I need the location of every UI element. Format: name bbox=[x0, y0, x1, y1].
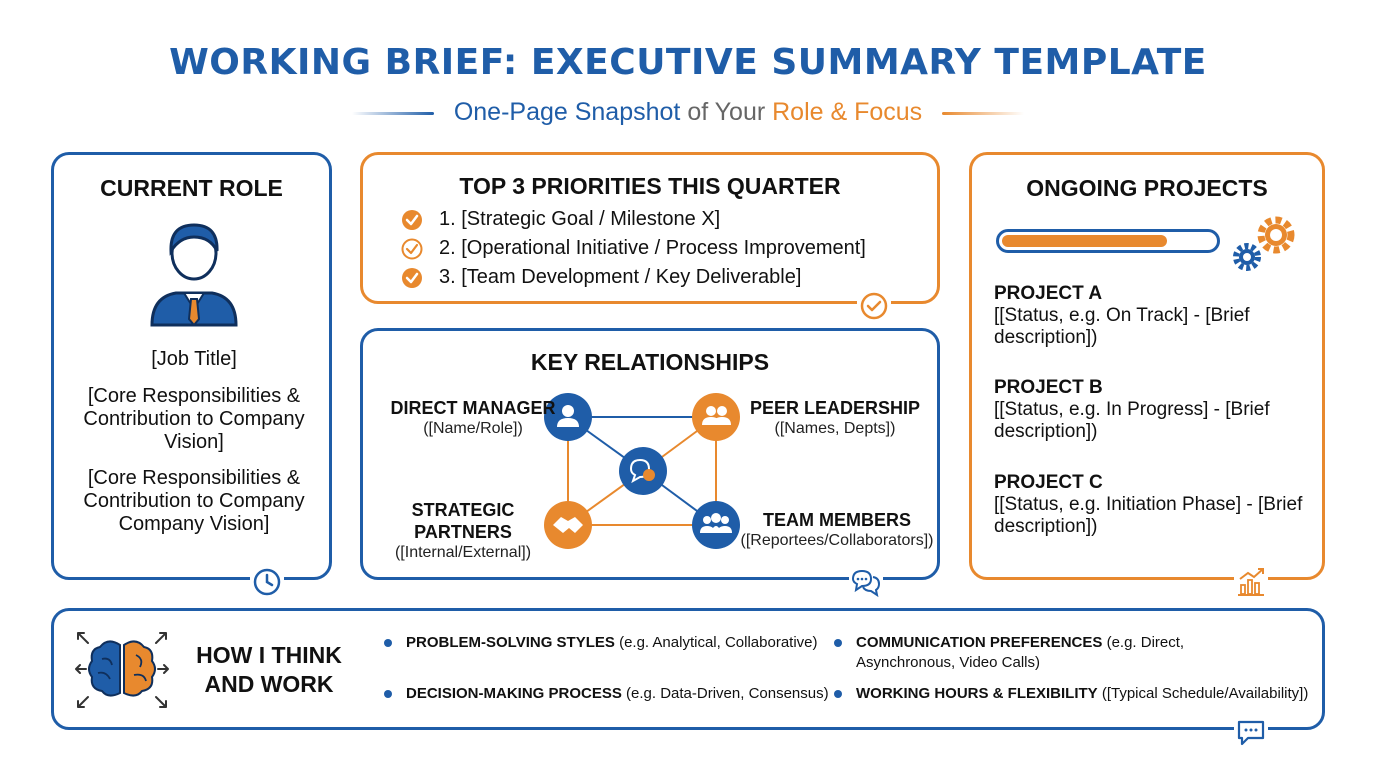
bullet-text: (e.g. Data-Driven, Consensus) bbox=[621, 685, 829, 702]
priority-item: 1. [Strategic Goal / Milestone X] bbox=[401, 205, 866, 234]
chat-bubbles-icon bbox=[849, 565, 883, 599]
check-circle-outline-icon bbox=[401, 238, 423, 259]
bullet-label: COMMUNICATION PREFERENCES bbox=[856, 634, 1103, 651]
strategic-partners-sub: ([Internal/External]) bbox=[394, 544, 532, 561]
project-name: PROJECT B bbox=[994, 377, 1103, 398]
relationships-title: KEY RELATIONSHIPS bbox=[530, 349, 770, 375]
bar-chart-icon bbox=[1234, 565, 1268, 599]
strategic-partners-label: STRATEGIC PARTNERS ([Internal/External]) bbox=[383, 499, 543, 563]
check-circle-icon bbox=[857, 289, 891, 323]
team-members-name: TEAM MEMBERS bbox=[763, 510, 911, 530]
manager-node-icon bbox=[544, 393, 592, 441]
peer-leadership-sub: ([Names, Depts]) bbox=[774, 420, 896, 437]
relationships-card: KEY RELATIONSHIPS bbox=[360, 328, 940, 599]
subtitle-accent: Role & Focus bbox=[772, 98, 923, 126]
subtitle-divider-left bbox=[352, 112, 434, 115]
message-icon bbox=[1234, 715, 1268, 749]
priority-item: 2. [Operational Initiative / Process Imp… bbox=[401, 234, 866, 263]
team-node-icon bbox=[692, 501, 740, 549]
peer-leadership-label: PEER LEADERSHIP ([Names, Depts]) bbox=[745, 397, 925, 439]
role-responsibilities-1: [Core Responsibilities & Contribution to… bbox=[83, 385, 305, 453]
bullet-label: DECISION-MAKING PROCESS bbox=[406, 685, 622, 702]
project-item: PROJECT B [[Status, e.g. In Progress] - … bbox=[994, 377, 1314, 443]
strategic-partners-name-2: PARTNERS bbox=[414, 522, 512, 542]
project-item: PROJECT A [[Status, e.g. On Track] - [Br… bbox=[994, 283, 1314, 349]
page-title: WORKING BRIEF: EXECUTIVE SUMMARY TEMPLAT… bbox=[169, 42, 1207, 83]
role-responsibilities-2: [Core Responsibilities & Contribution to… bbox=[83, 467, 305, 535]
job-title: [Job Title] bbox=[151, 348, 237, 370]
gears-icon bbox=[1233, 216, 1295, 271]
relationship-network bbox=[544, 393, 740, 549]
priority-label: 3. [Team Development / Key Deliverable] bbox=[439, 266, 802, 288]
bullet-decision-making: DECISION-MAKING PROCESS (e.g. Data-Drive… bbox=[384, 684, 834, 704]
bullet-problem-solving: PROBLEM-SOLVING STYLES (e.g. Analytical,… bbox=[384, 633, 824, 653]
bullet-label: PROBLEM-SOLVING STYLES bbox=[406, 634, 615, 651]
projects-card: ONGOING PROJECTS PROJECT A [[Status, e.g… bbox=[969, 152, 1325, 599]
how-i-work-card: HOW I THINK AND WORK PROBLEM-SOLVING STY… bbox=[51, 608, 1325, 749]
chat-hub-icon bbox=[619, 447, 667, 495]
direct-manager-sub: ([Name/Role]) bbox=[423, 420, 523, 437]
current-role-title: CURRENT ROLE bbox=[100, 175, 283, 201]
priority-item: 3. [Team Development / Key Deliverable] bbox=[401, 263, 866, 292]
priorities-list: 1. [Strategic Goal / Milestone X] 2. [Op… bbox=[401, 205, 866, 292]
team-members-label: TEAM MEMBERS ([Reportees/Collaborators]) bbox=[739, 509, 935, 551]
subtitle-divider-right bbox=[942, 112, 1024, 115]
team-members-sub: ([Reportees/Collaborators]) bbox=[740, 532, 934, 549]
bullet-label: WORKING HOURS & FLEXIBILITY bbox=[856, 685, 1098, 702]
projects-title: ONGOING PROJECTS bbox=[1026, 175, 1268, 201]
current-role-card: CURRENT ROLE [Job Title] [Core Responsib… bbox=[51, 152, 332, 599]
project-desc: [[Status, e.g. On Track] - [Brief descri… bbox=[994, 305, 1250, 348]
bullet-text: (e.g. Analytical, Collaborative) bbox=[614, 634, 818, 651]
check-circle-icon bbox=[402, 267, 422, 288]
check-circle-icon bbox=[402, 209, 422, 230]
brain-icon bbox=[75, 632, 169, 708]
bullet-working-hours: WORKING HOURS & FLEXIBILITY ([Typical Sc… bbox=[834, 684, 1314, 704]
projects-progress-bar bbox=[996, 229, 1220, 253]
peer-node-icon bbox=[692, 393, 740, 441]
priorities-card: TOP 3 PRIORITIES THIS QUARTER 1. [Strate… bbox=[360, 152, 940, 323]
how-i-work-title-2: AND WORK bbox=[204, 671, 334, 697]
projects-progress-fill bbox=[1002, 235, 1168, 247]
bullet-text: ([Typical Schedule/Availability]) bbox=[1097, 685, 1309, 702]
clock-icon bbox=[250, 565, 284, 599]
direct-manager-name: DIRECT MANAGER bbox=[390, 398, 556, 418]
subtitle-lead: One-Page Snapshot bbox=[453, 98, 681, 126]
page-subtitle: One-Page Snapshot of Your Role & Focus bbox=[0, 98, 1376, 127]
bullet-text: (e.g. Direct, Asynchronous, Video Calls) bbox=[856, 634, 1185, 671]
subtitle-mid: of Your bbox=[680, 98, 773, 126]
priorities-title: TOP 3 PRIORITIES THIS QUARTER bbox=[459, 173, 841, 199]
how-i-work-title: HOW I THINK AND WORK bbox=[189, 641, 349, 699]
priority-label: 1. [Strategic Goal / Milestone X] bbox=[439, 208, 721, 230]
person-icon bbox=[150, 223, 238, 327]
handshake-node-icon bbox=[544, 501, 592, 549]
project-item: PROJECT C [[Status, e.g. Initiation Phas… bbox=[994, 472, 1314, 538]
project-desc: [[Status, e.g. In Progress] - [Brief des… bbox=[994, 399, 1270, 442]
bullet-communication: COMMUNICATION PREFERENCES (e.g. Direct, … bbox=[834, 633, 1284, 673]
priority-label: 2. [Operational Initiative / Process Imp… bbox=[439, 237, 866, 259]
project-name: PROJECT A bbox=[994, 283, 1103, 304]
strategic-partners-name-1: STRATEGIC bbox=[411, 500, 515, 520]
project-name: PROJECT C bbox=[994, 472, 1103, 493]
direct-manager-label: DIRECT MANAGER ([Name/Role]) bbox=[383, 397, 563, 439]
how-i-work-title-1: HOW I THINK bbox=[196, 642, 342, 668]
peer-leadership-name: PEER LEADERSHIP bbox=[749, 398, 921, 418]
subtitle-row: One-Page Snapshot of Your Role & Focus bbox=[0, 96, 1376, 130]
project-desc: [[Status, e.g. Initiation Phase] - [Brie… bbox=[994, 494, 1303, 537]
